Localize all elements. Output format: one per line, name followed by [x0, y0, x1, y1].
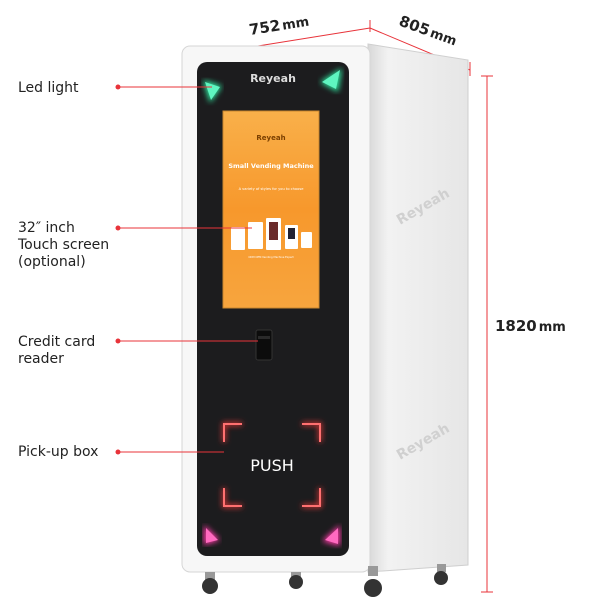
width-dimension: 752mm	[182, 12, 371, 64]
caster-wheels	[202, 564, 448, 597]
screen-title: Small Vending Machine	[228, 162, 314, 170]
svg-text:Touch screen: Touch screen	[17, 237, 109, 253]
svg-text:reader: reader	[18, 351, 64, 367]
credit-card-reader[interactable]	[255, 329, 273, 361]
svg-text:Reyeah: Reyeah	[256, 134, 285, 142]
touch-screen[interactable]: Reyeah Small Vending Machine A variety o…	[222, 110, 320, 309]
led-lights-bottom	[204, 525, 340, 546]
cabinet-side	[367, 43, 469, 573]
brand-logo: Reyeah	[250, 72, 296, 85]
callout-touch-screen: 32″ inch Touch screen (optional)	[17, 220, 252, 270]
callout-credit-card-reader: Credit card reader	[18, 334, 258, 367]
svg-text:805mm: 805mm	[397, 12, 460, 50]
screen-subtitle: A variety of styles for you to choose	[239, 187, 305, 191]
svg-text:752mm: 752mm	[248, 12, 310, 39]
svg-text:Credit card: Credit card	[18, 334, 95, 350]
led-lights-top	[203, 68, 342, 103]
svg-text:Led light: Led light	[18, 80, 79, 96]
svg-text:32″ inch: 32″ inch	[18, 220, 75, 236]
callout-led-light: Led light	[18, 80, 212, 96]
svg-text:Pick-up box: Pick-up box	[18, 444, 98, 460]
screen-footer: ODM OEM Vending Machine Expert	[248, 255, 293, 259]
push-label: PUSH	[250, 456, 294, 475]
pickup-box[interactable]: PUSH	[222, 422, 322, 508]
callout-pickup-box: Pick-up box	[18, 444, 224, 460]
product-thumbnails	[231, 218, 312, 250]
svg-text:(optional): (optional)	[18, 254, 86, 270]
